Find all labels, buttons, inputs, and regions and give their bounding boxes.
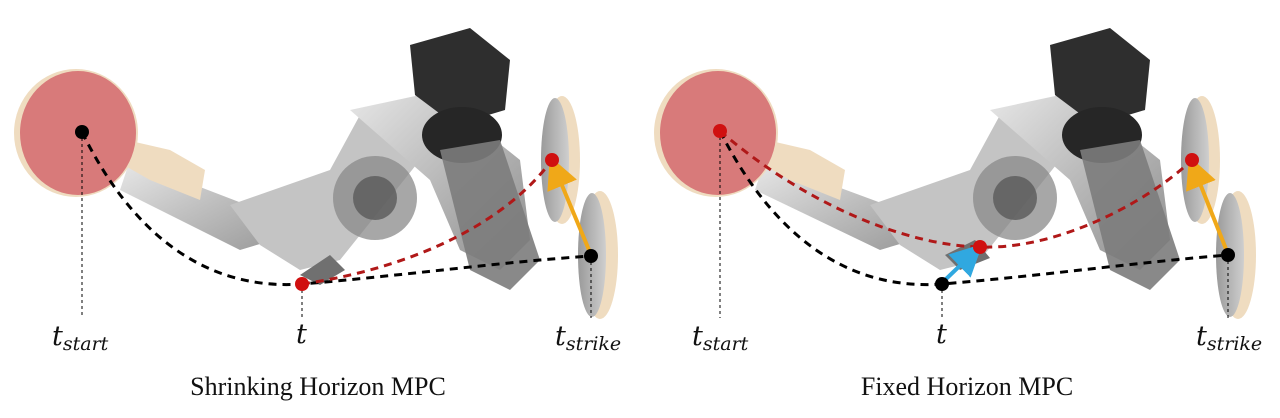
- current-point: [295, 277, 309, 291]
- label-t-start: tstart: [692, 321, 749, 355]
- strike-paddle-front: [578, 191, 618, 319]
- label-t-start: tstart: [52, 321, 109, 355]
- current-point: [935, 277, 949, 291]
- start-paddle: [14, 69, 205, 200]
- robot-arm-illustration: [120, 28, 540, 290]
- start-point: [713, 124, 727, 138]
- panel-fixed-horizon: tstart t tstrike: [654, 28, 1262, 355]
- panel-shrinking-horizon: tstart t tstrike: [14, 28, 621, 355]
- caption-shrinking-horizon: Shrinking Horizon MPC: [190, 372, 446, 401]
- label-t-strike: tstrike: [555, 321, 621, 355]
- replanned-strike-point: [1185, 153, 1199, 167]
- strike-point: [1221, 248, 1235, 262]
- replanned-trajectory: [719, 129, 1194, 249]
- replanned-current-point: [973, 240, 987, 254]
- start-point: [75, 125, 89, 139]
- strike-direction-arrow: [1186, 156, 1228, 250]
- label-t: t: [936, 319, 947, 350]
- strike-point: [584, 249, 598, 263]
- correction-arrow: [943, 243, 983, 282]
- label-t: t: [296, 319, 307, 350]
- strike-direction-arrow: [547, 156, 591, 251]
- replanned-strike-point: [545, 153, 559, 167]
- caption-fixed-horizon: Fixed Horizon MPC: [860, 372, 1074, 401]
- label-t-strike: tstrike: [1196, 321, 1262, 355]
